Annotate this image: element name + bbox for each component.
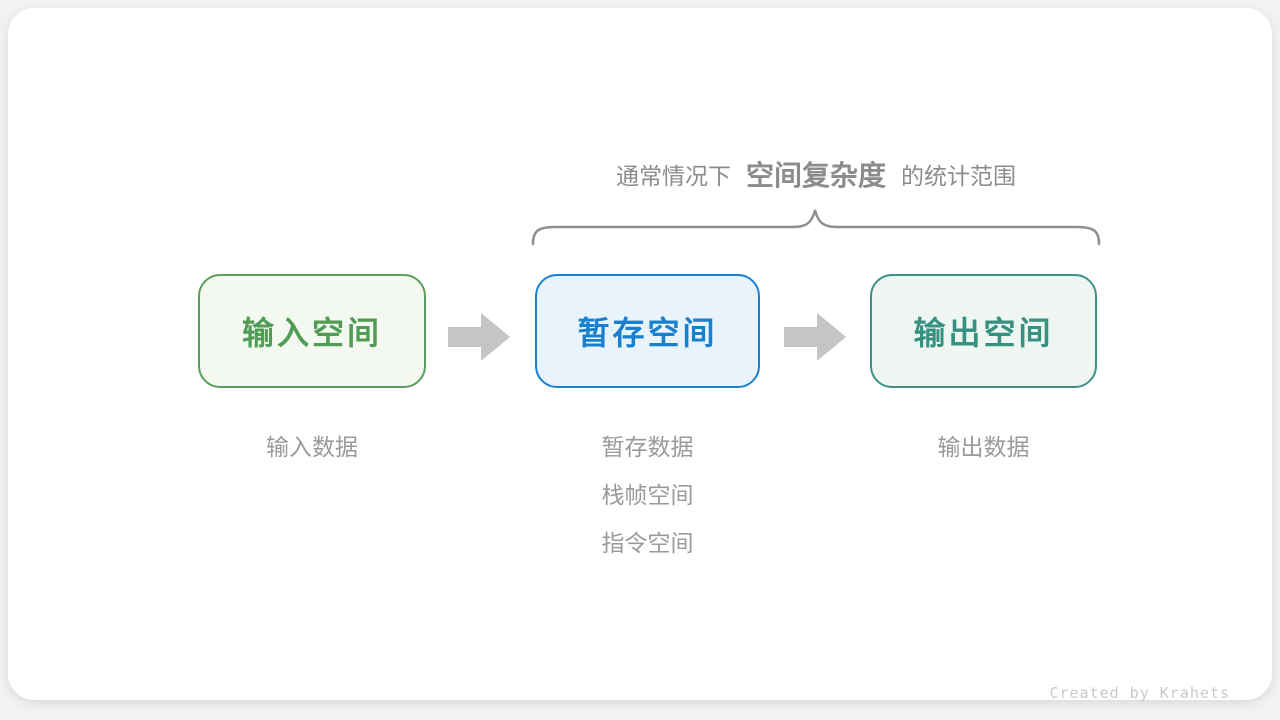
temp-space-box: 暂存空间 <box>535 274 760 388</box>
scope-title-prefix: 通常情况下 <box>615 163 731 189</box>
note-line: 输入数据 <box>266 434 358 460</box>
output-space-label: 输出空间 <box>913 315 1054 351</box>
arrow-right-icon <box>784 313 846 361</box>
temp-space-label: 暂存空间 <box>577 315 718 351</box>
scope-title-suffix: 的统计范围 <box>901 163 1016 189</box>
curly-brace-icon <box>531 209 1101 246</box>
credit-text: Created by Krahets <box>1049 684 1230 702</box>
scope-title-highlight: 空间复杂度 <box>745 160 886 191</box>
note-line: 栈帧空间 <box>601 482 694 508</box>
input-space-notes: 输入数据 <box>198 423 426 471</box>
arrow-right-icon <box>448 313 510 361</box>
scope-title: 通常情况下 空间复杂度 的统计范围 <box>531 154 1101 194</box>
note-line: 指令空间 <box>601 530 694 556</box>
note-line: 暂存数据 <box>601 434 694 460</box>
note-line: 输出数据 <box>937 434 1030 460</box>
diagram-card: 通常情况下 空间复杂度 的统计范围 输入空间 暂存空间 输出空间 输入数据 暂存… <box>8 8 1272 702</box>
output-space-box: 输出空间 <box>870 274 1097 388</box>
temp-space-notes: 暂存数据 栈帧空间 指令空间 <box>535 423 760 567</box>
input-space-label: 输入空间 <box>241 315 382 351</box>
output-space-notes: 输出数据 <box>870 423 1097 471</box>
input-space-box: 输入空间 <box>198 274 426 388</box>
